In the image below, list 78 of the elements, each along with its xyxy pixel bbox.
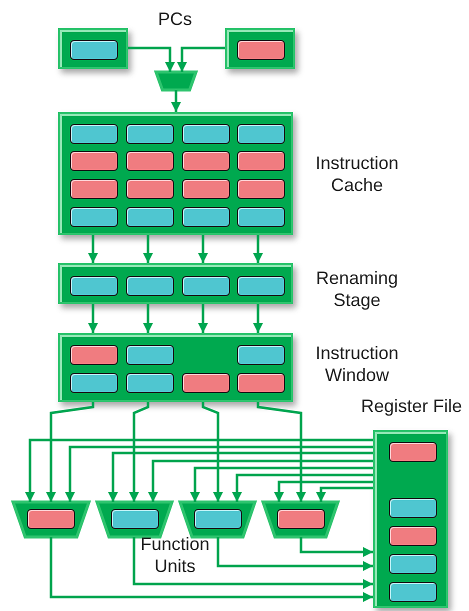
- entry-slot: [126, 373, 174, 393]
- arrow: [129, 402, 150, 502]
- entry-slot: [182, 151, 230, 171]
- block-heading: Renaming Stage: [314, 267, 400, 311]
- function-unit-trapezoid: [180, 502, 255, 537]
- entry-slot: [182, 276, 230, 296]
- entry-slot: [389, 498, 437, 518]
- function-unit-trapezoid: [263, 502, 338, 537]
- entry-slot: [126, 345, 174, 365]
- arrow: [216, 537, 373, 571]
- block-heading: Instruction Cache: [314, 152, 400, 196]
- arrow: [171, 90, 181, 112]
- arrow: [316, 486, 373, 502]
- arrow: [108, 452, 373, 502]
- arrow: [253, 304, 263, 333]
- arrow: [50, 537, 373, 602]
- block-heading: Register File: [360, 395, 464, 417]
- arrow: [143, 235, 153, 263]
- register-box: [58, 28, 128, 69]
- function-unit-trapezoid: [97, 502, 172, 537]
- entry-slot: [182, 124, 230, 144]
- entry-slot: [111, 509, 159, 529]
- arrow: [88, 235, 98, 263]
- arrow: [198, 304, 208, 333]
- arrow: [274, 480, 373, 502]
- entry-slot: [182, 373, 230, 393]
- entry-slot: [70, 179, 118, 199]
- arrow: [65, 446, 373, 502]
- arrow: [25, 438, 373, 502]
- entry-slot: [126, 151, 174, 171]
- entry-slot: [126, 207, 174, 227]
- entry-slot: [70, 124, 118, 144]
- multiplexer-trapezoid: [156, 72, 196, 90]
- entry-slot: [237, 345, 285, 365]
- arrow: [232, 474, 373, 502]
- entry-slot: [126, 276, 174, 296]
- entry-slot: [237, 40, 285, 60]
- caption-text: Function Units: [139, 533, 211, 577]
- entry-slot: [237, 124, 285, 144]
- entry-slot: [70, 373, 118, 393]
- entry-slot: [389, 442, 437, 462]
- arrow: [177, 46, 225, 72]
- arrow: [46, 402, 94, 502]
- entry-slot: [194, 509, 242, 529]
- arrow: [190, 466, 373, 502]
- entry-slot: [70, 207, 118, 227]
- arrow: [143, 304, 153, 333]
- arrow: [202, 402, 223, 502]
- entry-slot: [237, 276, 285, 296]
- entry-slot: [126, 179, 174, 199]
- arrow: [256, 402, 306, 502]
- arrow: [198, 235, 208, 263]
- entry-slot: [126, 124, 174, 144]
- entry-slot: [70, 276, 118, 296]
- function-unit-trapezoid: [13, 502, 89, 537]
- arrow: [148, 460, 373, 502]
- entry-slot: [277, 509, 325, 529]
- entry-slot: [237, 373, 285, 393]
- entry-slot: [237, 151, 285, 171]
- entry-slot: [27, 509, 75, 529]
- arrow: [132, 537, 373, 589]
- entry-slot: [237, 207, 285, 227]
- entry-slot: [182, 179, 230, 199]
- entry-slot: [70, 345, 118, 365]
- arrow: [128, 46, 175, 72]
- entry-slot: [70, 40, 118, 60]
- block-heading: Instruction Window: [314, 342, 400, 386]
- register-box: [225, 28, 295, 69]
- arrow: [88, 304, 98, 333]
- entry-slot: [182, 207, 230, 227]
- entry-slot: [389, 554, 437, 574]
- arrow: [253, 235, 263, 263]
- entry-slot: [389, 582, 437, 602]
- entry-slot: [237, 179, 285, 199]
- caption-text: PCs: [156, 8, 193, 30]
- arrow: [300, 537, 373, 557]
- entry-slot: [389, 526, 437, 546]
- entry-slot: [70, 151, 118, 171]
